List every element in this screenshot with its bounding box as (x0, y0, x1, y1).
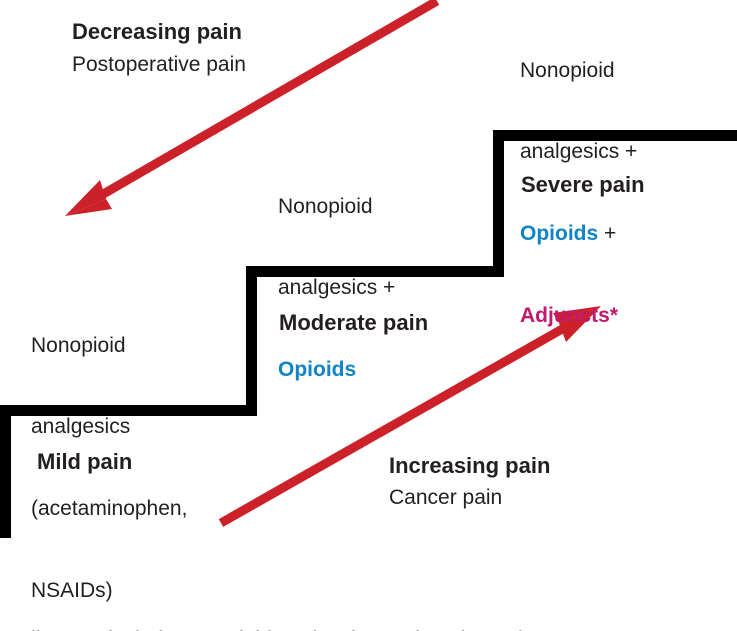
decreasing-pain-subtitle: Postoperative pain (72, 53, 246, 76)
step-riser-mild-to-moderate (246, 266, 257, 411)
step-riser-moderate-to-severe (493, 130, 504, 272)
severe-pain-label: Severe pain (521, 172, 645, 197)
severe-regimen-line-4: Adjuncts* (520, 302, 637, 329)
moderate-pain-regimen: Nonopioid analgesics + Opioids (278, 138, 395, 438)
mild-regimen-line-2: analgesics (31, 415, 131, 439)
step-line-mild-horizontal (0, 405, 257, 416)
step-line-moderate-horizontal (246, 266, 504, 277)
severe-regimen-plus: + (598, 222, 617, 246)
mild-regimen-line-1: Nonopioid (31, 333, 126, 357)
moderate-opioids-keyword: Opioids (278, 358, 357, 382)
increasing-pain-title: Increasing pain (389, 453, 551, 478)
severe-regimen-line-2: analgesics + (520, 140, 638, 164)
adjuncts-keyword: Adjuncts* (520, 304, 619, 328)
severe-regimen-line-3: Opioids + (520, 220, 637, 247)
mild-regimen-line-3: (acetaminophen, (31, 497, 188, 521)
moderate-pain-label: Moderate pain (279, 310, 429, 335)
severe-regimen-line-1: Nonopioid (520, 58, 615, 82)
step-line-severe-horizontal (493, 130, 737, 141)
decreasing-pain-title: Decreasing pain (72, 19, 242, 44)
footnote-line-1: *Adjuvants include nonopioid analgesics … (2, 625, 552, 631)
opioids-keyword: Opioids (520, 222, 599, 246)
increasing-pain-subtitle: Cancer pain (389, 486, 503, 509)
moderate-regimen-line-2: analgesics + (278, 276, 396, 300)
footnote: *Adjuvants include nonopioid analgesics … (2, 565, 552, 631)
mild-pain-label: Mild pain (37, 449, 133, 474)
mild-pain-regimen: Nonopioid analgesics (acetaminophen, NSA… (31, 277, 187, 631)
moderate-regimen-line-1: Nonopioid (278, 194, 373, 218)
mild-regimen-line-4: NSAIDs) (31, 579, 113, 603)
step-line-mild-vertical-left (0, 405, 11, 538)
severe-pain-regimen: Nonopioid analgesics + Opioids + Adjunct… (520, 2, 637, 384)
